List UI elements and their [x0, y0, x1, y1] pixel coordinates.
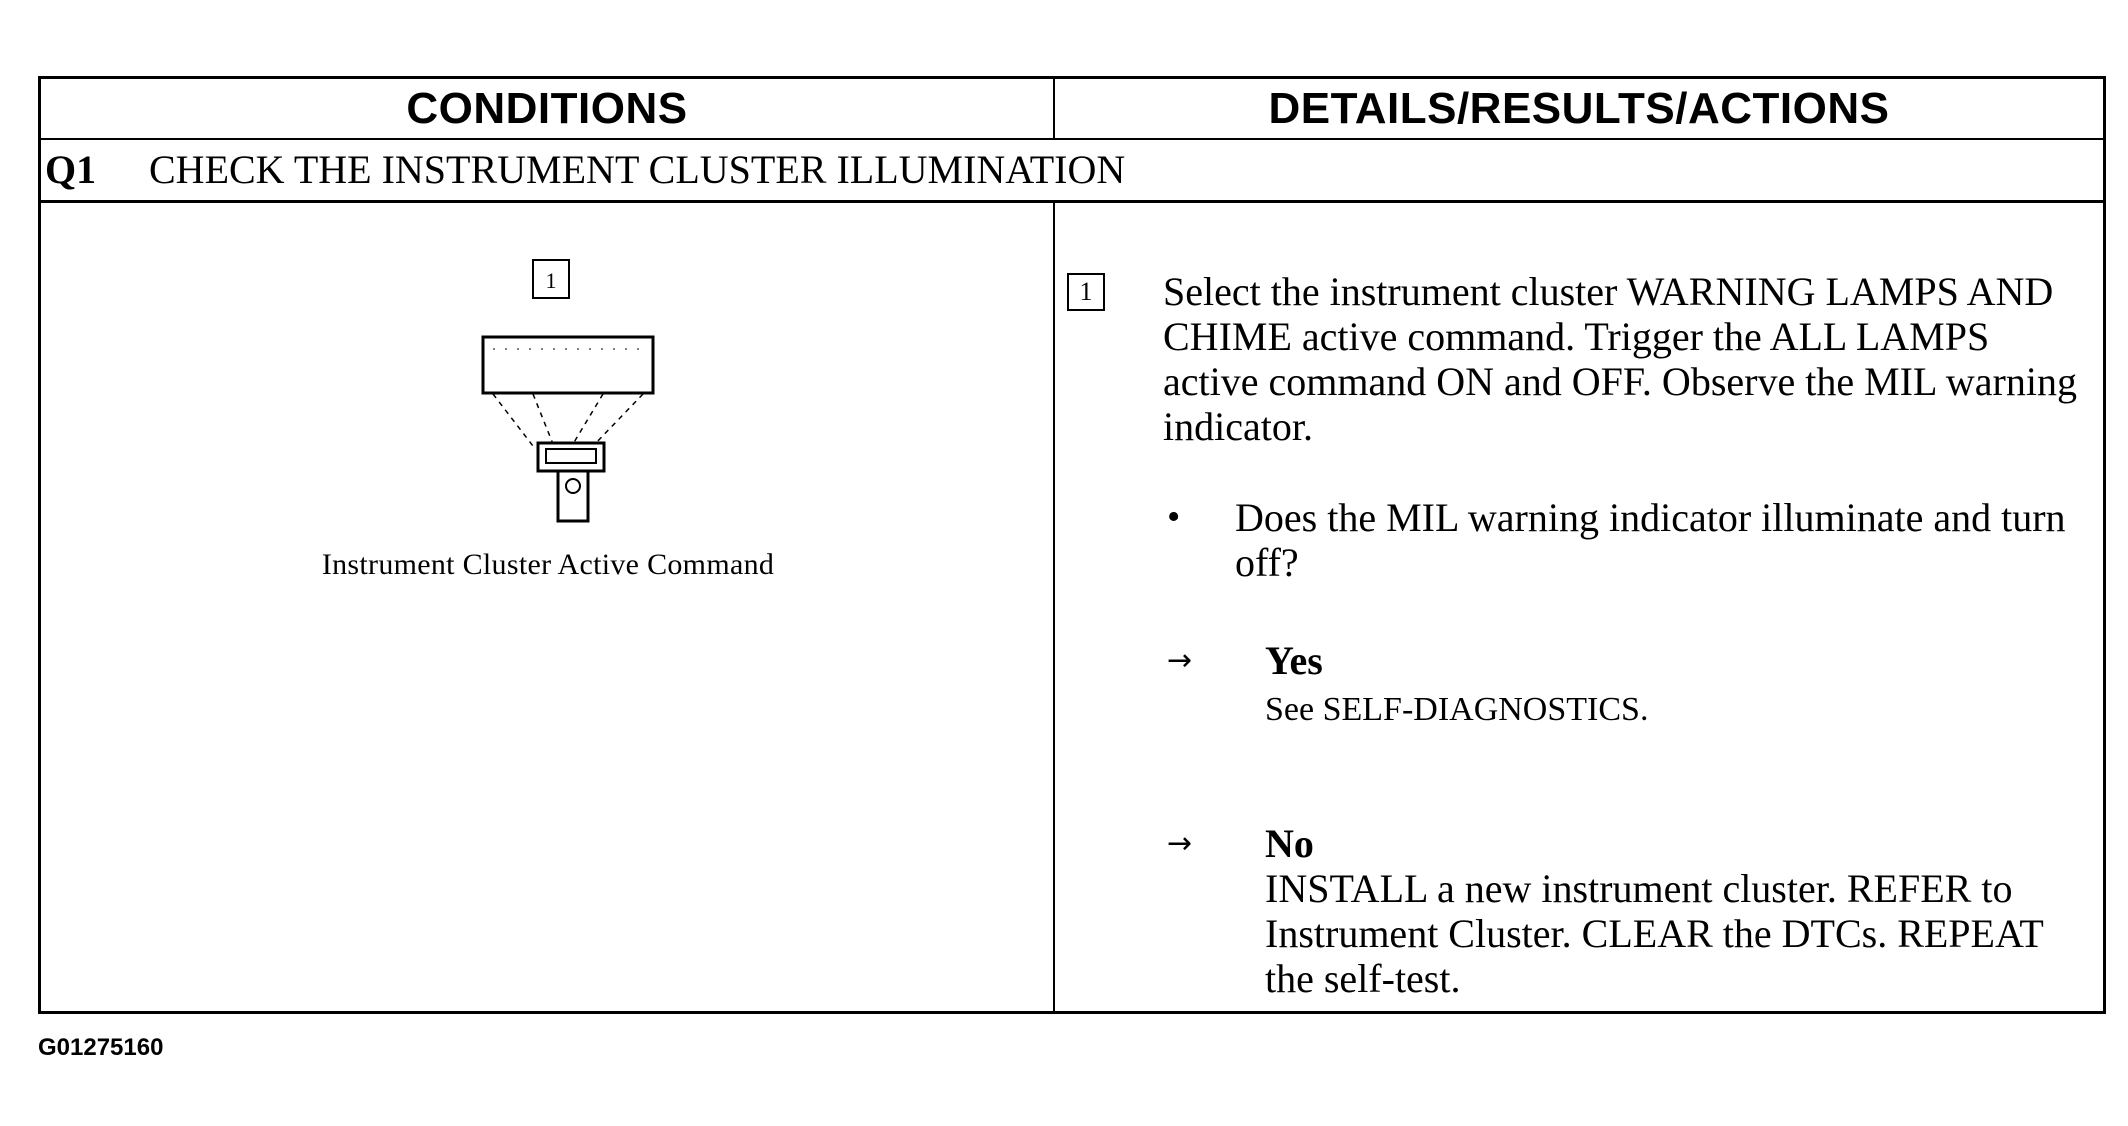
diagnostic-table: CONDITIONS DETAILS/RESULTS/ACTIONS Q1 CH… [38, 76, 2106, 1014]
details-header: DETAILS/RESULTS/ACTIONS [1268, 84, 1890, 133]
diagram-caption: Instrument Cluster Active Command [321, 548, 775, 581]
section-title-row: Q1 CHECK THE INSTRUMENT CLUSTER ILLUMINA… [41, 140, 2103, 203]
yes-action: See SELF-DIAGNOSTICS. [1265, 691, 1649, 728]
projection-line-inner-right [572, 393, 604, 445]
details-cell: 1 Select the instrument cluster WARNING … [1055, 203, 2103, 1011]
projection-line-inner-left [532, 393, 554, 445]
figure-id: G01275160 [38, 1034, 164, 1061]
scan-tool-screen [481, 335, 655, 395]
scan-tool-handle [556, 469, 590, 523]
step-question: Does the MIL warning indicator illuminat… [1235, 495, 2066, 585]
conditions-cell: 1 Instrument Cluster Active Command [41, 203, 1055, 1011]
arrow-right-icon: → [1167, 643, 1193, 678]
projection-line-left [492, 393, 534, 447]
scan-tool-display [545, 448, 597, 464]
arrow-right-icon: → [1167, 826, 1193, 861]
conditions-header: CONDITIONS [41, 79, 1055, 138]
scan-tool-button [565, 478, 581, 494]
projection-line-right [592, 393, 644, 447]
step-instruction: Select the instrument cluster WARNING LA… [1163, 269, 2077, 449]
step-number-box: 1 [1067, 273, 1105, 311]
no-action: INSTALL a new instrument cluster. REFER … [1265, 866, 2044, 1001]
no-label: No [1265, 821, 1314, 866]
table-header-row: CONDITIONS DETAILS/RESULTS/ACTIONS [41, 79, 2103, 140]
section-number: Q1 [45, 147, 97, 192]
bullet-icon: • [1167, 496, 1181, 538]
yes-label: Yes [1265, 638, 1323, 683]
section-title: CHECK THE INSTRUMENT CLUSTER ILLUMINATIO… [149, 147, 1126, 192]
diagram-step-box [532, 259, 570, 299]
scan-tool-diagram: 1 [481, 259, 655, 523]
diagram-step-label: 1 [546, 268, 557, 293]
